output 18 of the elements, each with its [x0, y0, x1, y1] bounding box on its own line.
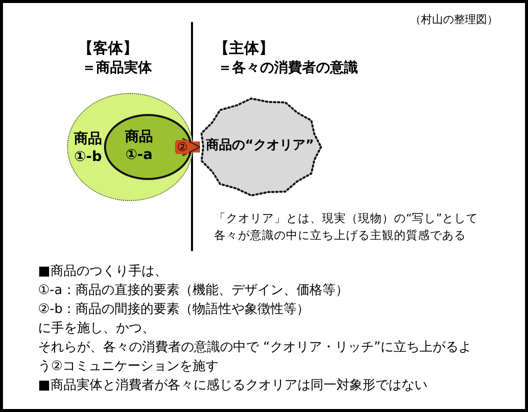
body-text: それらが、各々の消費者の意識の中で “クオリア・リッチ”に立ち上がるよう②コミュニケーションを施す [38, 339, 473, 376]
body-text: ②-b：商品の間接的要素（物語性や象徴性等） [38, 301, 310, 319]
node-text: 商品①-a [124, 128, 154, 164]
block-arrow [175, 138, 201, 156]
heading-text: ＝各々の消費者の意識 [218, 59, 358, 78]
body-text: ①-a：商品の直接的要素（機能、デザイン、価格等） [38, 282, 348, 300]
body-text: ■商品実体と消費者が各々に感じるクオリアは同一対象形ではない [38, 377, 428, 395]
node-text: 商品①-b [73, 130, 103, 166]
node-text: 商品の“クオリア” [204, 137, 316, 155]
body-text: ■商品のつくり手は、 [38, 263, 168, 281]
heading-text: 【主体】 [214, 38, 274, 59]
inner-ellipse [104, 114, 192, 180]
caption-text: 「クオリア」とは、現実（現物）の“写し”として各々が意識の中に立ち上げる主観的質感である [214, 210, 479, 244]
edge-label: ② [176, 140, 189, 154]
body-text: に手を施し、かつ、 [38, 320, 155, 338]
heading-text: ＝商品実体 [82, 58, 152, 78]
heading-text: 【客体】 [78, 38, 138, 59]
note-text: （村山の整理図） [410, 12, 498, 28]
